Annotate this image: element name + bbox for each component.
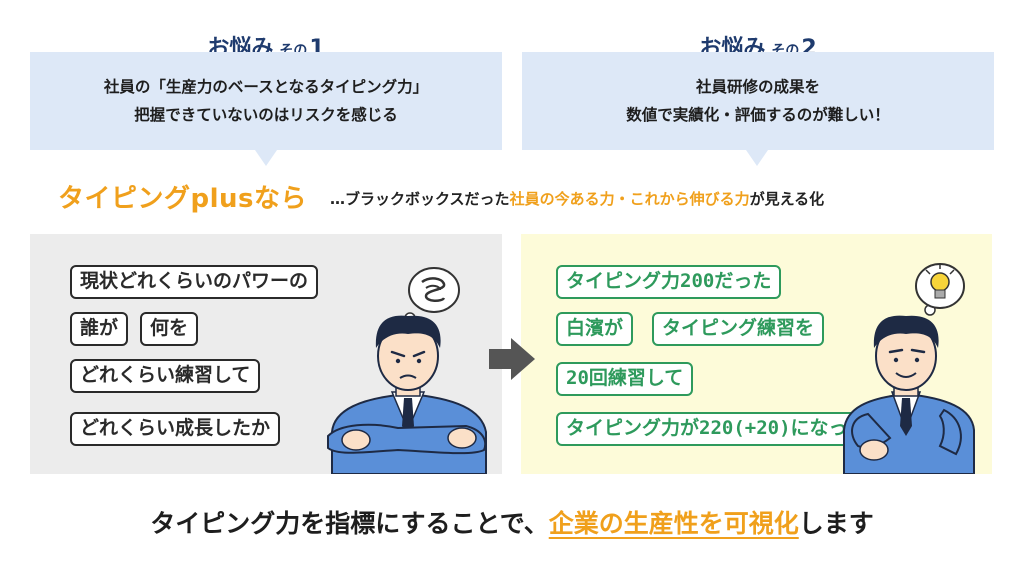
- confident-businessman-illustration: [843, 263, 975, 474]
- after-cell-score: タイピング力200だった: [556, 265, 782, 299]
- worried-businessman-illustration: [327, 267, 487, 474]
- before-cell-power: 現状どれくらいのパワーの: [70, 265, 319, 299]
- brand-title: タイピングplusなら: [58, 184, 308, 214]
- tagline: …ブラックボックスだった社員の今ある力・これから伸びる力が見える化: [330, 190, 825, 208]
- worry-2-line-2: 数値で実績化・評価するのが難しい！: [626, 106, 890, 124]
- worry-1-line-1: 社員の「生産力のベースとなるタイピング力」: [103, 78, 429, 96]
- arrow-right-icon: [489, 338, 535, 380]
- spiral-thought-icon: [398, 267, 460, 334]
- after-cell-what: タイピング練習を: [652, 312, 825, 346]
- tagline-highlight: 社員の今ある力・これから伸びる力: [509, 190, 750, 208]
- worry-1-bubble: 社員の「生産力のベースとなるタイピング力」 把握できていないのはリスクを感じる: [30, 52, 502, 150]
- worry-1-bubble-tail: [255, 150, 277, 166]
- before-cell-practice: どれくらい練習して: [70, 359, 261, 393]
- worry-1-line-2: 把握できていないのはリスクを感じる: [134, 106, 398, 124]
- worry-2-line-1: 社員研修の成果を: [695, 78, 820, 96]
- lightbulb-icon: [915, 263, 965, 326]
- conclusion-highlight: 企業の生産性を可視化: [548, 509, 799, 538]
- after-cell-growth: タイピング力が220(+20)になった: [556, 412, 877, 446]
- after-cell-who: 白濱が: [556, 312, 634, 346]
- conclusion-text: タイピング力を指標にすることで、企業の生産性を可視化します: [150, 509, 874, 538]
- before-cell-what: 何を: [140, 312, 199, 346]
- worry-2-bubble-tail: [746, 150, 768, 166]
- worry-2-bubble: 社員研修の成果を 数値で実績化・評価するのが難しい！: [522, 52, 994, 150]
- before-cell-growth: どれくらい成長したか: [70, 412, 281, 446]
- after-cell-practice: 20回練習して: [556, 362, 694, 396]
- before-cell-who: 誰が: [70, 312, 129, 346]
